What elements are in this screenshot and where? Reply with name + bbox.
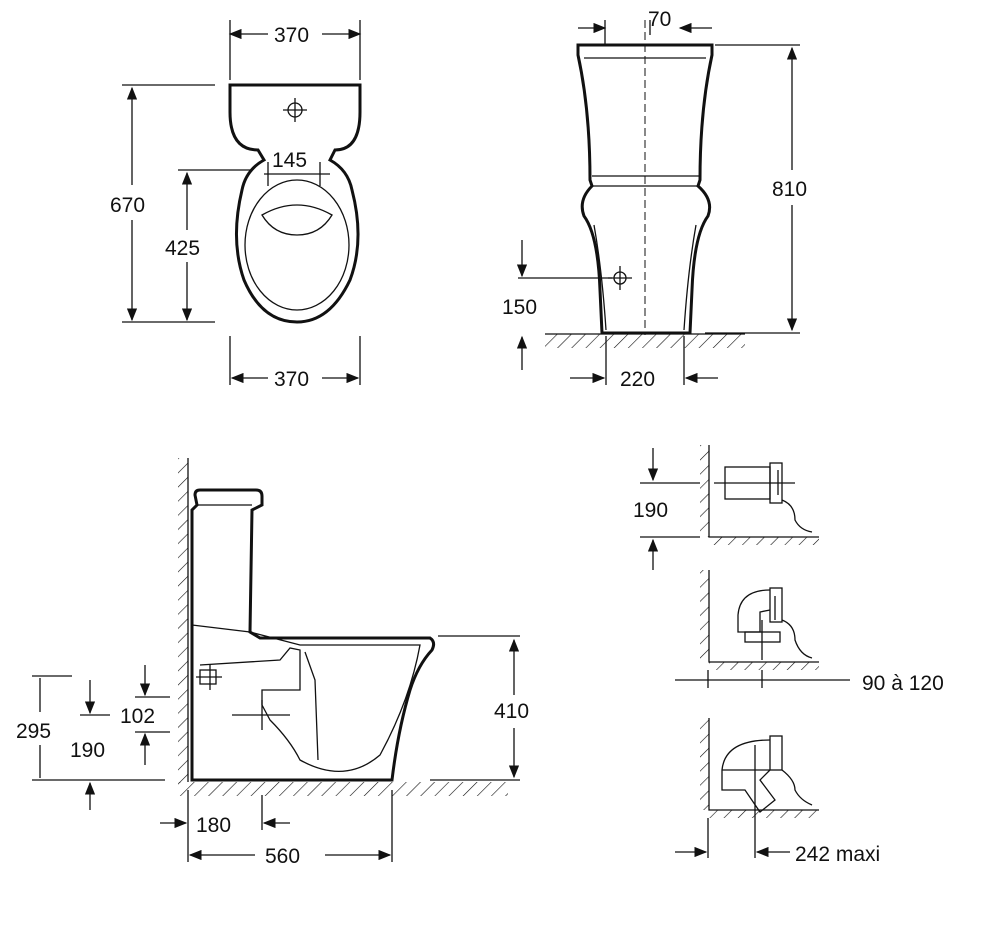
dim-fixing-depth: 425: [165, 237, 200, 260]
outlet-detail-vertical: 90 à 120: [675, 570, 944, 695]
outlet-detail-angled: 242 maxi: [675, 718, 880, 866]
outlet-detail-horizontal: 190: [633, 445, 819, 570]
dim-vertical-outlet-range: 90 à 120: [862, 672, 944, 695]
dim-horizontal-outlet: 190: [633, 499, 668, 522]
dim-base-width: 370: [274, 368, 309, 391]
dim-inlet-height-side: 102: [120, 705, 155, 728]
bowl-rim: [244, 179, 350, 311]
dim-angled-outlet-max: 242 maxi: [795, 843, 880, 866]
floor-hatch: [545, 334, 745, 348]
dim-fixing-spacing: 145: [272, 149, 307, 172]
bowl-opening: [261, 204, 333, 236]
side-view-outline: [190, 488, 436, 782]
dim-outlet-offset: 180: [196, 814, 231, 837]
dim-tank-depth: 70: [648, 8, 671, 31]
dim-base-width-front: 220: [620, 368, 655, 391]
front-view-outline: [576, 43, 714, 335]
dim-total-height: 810: [772, 178, 807, 201]
tank-button-icon: [283, 98, 307, 122]
dim-outlet-height-max: 295: [16, 720, 51, 743]
floor-hatch-side: [178, 782, 508, 796]
dim-total-depth: 670: [110, 194, 145, 217]
dim-bowl-height: 410: [494, 700, 529, 723]
dim-inlet-height: 150: [502, 296, 537, 319]
side-inlet-icon: [196, 665, 222, 690]
front-view: 70 810 150 220: [502, 8, 807, 391]
top-view-outline: [228, 83, 362, 324]
top-view: 370 670 425 145 370: [110, 20, 362, 391]
dim-outlet-height: 190: [70, 739, 105, 762]
wall-hatch: [178, 458, 188, 783]
dim-total-length: 560: [265, 845, 300, 868]
dim-top-width: 370: [274, 24, 309, 47]
side-view: 410 295 190 102 180 560: [16, 458, 529, 868]
